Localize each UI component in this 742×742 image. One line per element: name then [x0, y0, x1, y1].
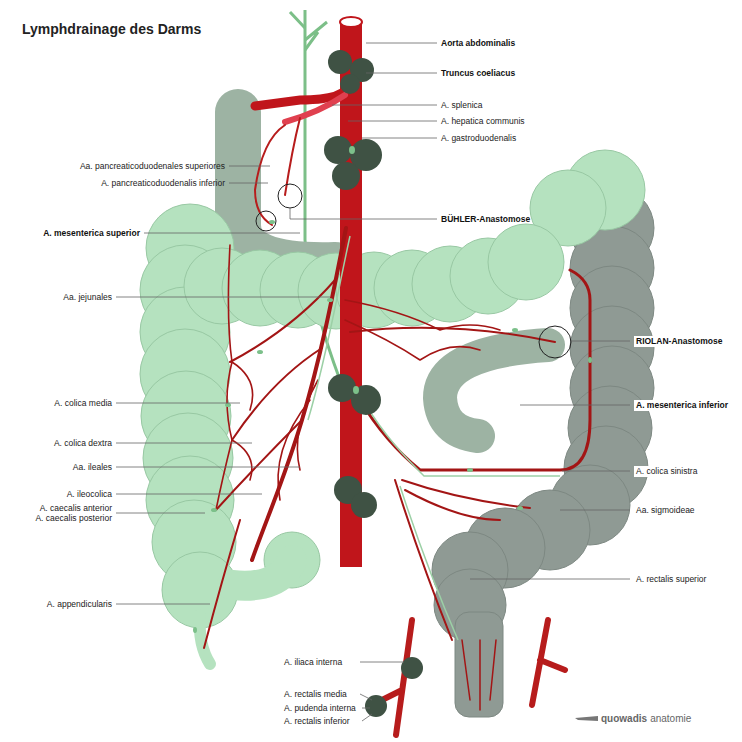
logo-icon — [575, 716, 598, 721]
intestine-loop — [440, 345, 548, 436]
part-label: A. splenica — [441, 100, 483, 111]
watermark: anatomie — [650, 713, 691, 725]
lymph-node — [211, 508, 217, 512]
lymph-node — [351, 492, 377, 518]
part-label: A. appendicularis — [47, 599, 112, 610]
colon-segment — [488, 224, 564, 300]
lymph-node — [328, 50, 352, 74]
lymph-nodes — [324, 50, 423, 717]
lymph-node — [512, 328, 518, 332]
part-label: A. pancreaticoduodenalis inferior — [101, 178, 225, 189]
part-label: A. colica sinistra — [634, 466, 699, 477]
part-label: A. hepatica communis — [441, 116, 525, 127]
anastomosis-circle — [278, 184, 302, 208]
part-label: Aorta abdominalis — [441, 38, 515, 49]
part-label: A. pudenda interna — [284, 703, 356, 714]
leader-line — [470, 341, 630, 579]
rectal-vessels — [462, 640, 496, 710]
lymph-node — [269, 220, 275, 224]
part-label: A. colica media — [54, 398, 112, 409]
part-label: Aa. pancreaticoduodenales superiores — [80, 161, 225, 172]
small-intestine — [440, 345, 548, 436]
leader-line — [360, 662, 404, 721]
arteries — [204, 80, 590, 735]
transverse-colon — [184, 224, 564, 329]
lymph-node — [351, 385, 381, 415]
title: Lymphdrainage des Darms — [22, 21, 201, 37]
part-label: A. colica dextra — [54, 438, 112, 449]
inferior-mesenteric — [360, 270, 590, 470]
anastomosis-circle — [539, 326, 571, 358]
lymph-node — [517, 506, 523, 510]
appendix — [200, 615, 210, 664]
sigmoid-arteries — [395, 480, 530, 640]
lymph-node — [257, 350, 263, 354]
hepatic-artery — [285, 95, 345, 122]
aorta-lumen — [340, 17, 362, 27]
leader-line — [332, 43, 437, 138]
lymph-node — [349, 146, 355, 154]
lymph-node — [327, 298, 333, 302]
part-label: A. gastroduodenalis — [441, 133, 516, 144]
lymph-node — [401, 657, 423, 679]
lymph-node — [353, 386, 359, 394]
small-lymph-nodes — [193, 146, 592, 633]
lymph-node — [332, 162, 360, 190]
lymph-node — [225, 403, 231, 407]
leader-line — [290, 208, 437, 219]
duodenum — [238, 112, 335, 265]
part-label: A. caecalis anterior — [40, 503, 112, 514]
leader-line — [116, 403, 300, 604]
ileum — [232, 560, 292, 586]
part-label: A. rectalis media — [284, 689, 347, 700]
duodenum-shape — [238, 112, 335, 265]
gastroduodenal-artery — [255, 118, 300, 225]
marginal-artery — [216, 245, 253, 510]
leader-lines — [116, 43, 630, 721]
logo-blade — [575, 716, 598, 721]
lymph-node — [340, 74, 360, 94]
part-label: Aa. sigmoideae — [634, 505, 697, 516]
colic-arteries — [204, 280, 335, 648]
lymph-node — [467, 468, 473, 472]
lymph-vessel — [290, 12, 327, 50]
part-label: Truncus coeliacus — [441, 68, 515, 79]
watermark: quowadis — [601, 713, 647, 725]
part-label: Aa. ileales — [73, 462, 112, 473]
part-label: A. mesenterica superior — [43, 228, 140, 239]
lymph-node — [193, 627, 197, 633]
part-label: A. mesenterica inferior — [634, 400, 730, 411]
part-label: A. rectalis superior — [634, 574, 708, 585]
part-label: A. ileocolica — [67, 489, 112, 500]
part-label: A. iliaca interna — [284, 657, 342, 668]
anastomosis-circles — [256, 184, 571, 358]
anastomosis-circle — [256, 211, 276, 231]
part-label: BÜHLER-Anastomose — [441, 214, 530, 225]
lymph-node — [324, 136, 352, 164]
part-label: RIOLAN-Anastomose — [634, 336, 724, 347]
part-label: A. rectalis inferior — [284, 716, 350, 727]
part-label: Aa. jejunales — [63, 292, 112, 303]
lymph-node — [588, 357, 592, 363]
rectum — [455, 612, 503, 717]
internal-iliac — [378, 620, 565, 735]
part-label: A. caecalis posterior — [35, 513, 112, 524]
riolan-arc — [350, 328, 555, 342]
